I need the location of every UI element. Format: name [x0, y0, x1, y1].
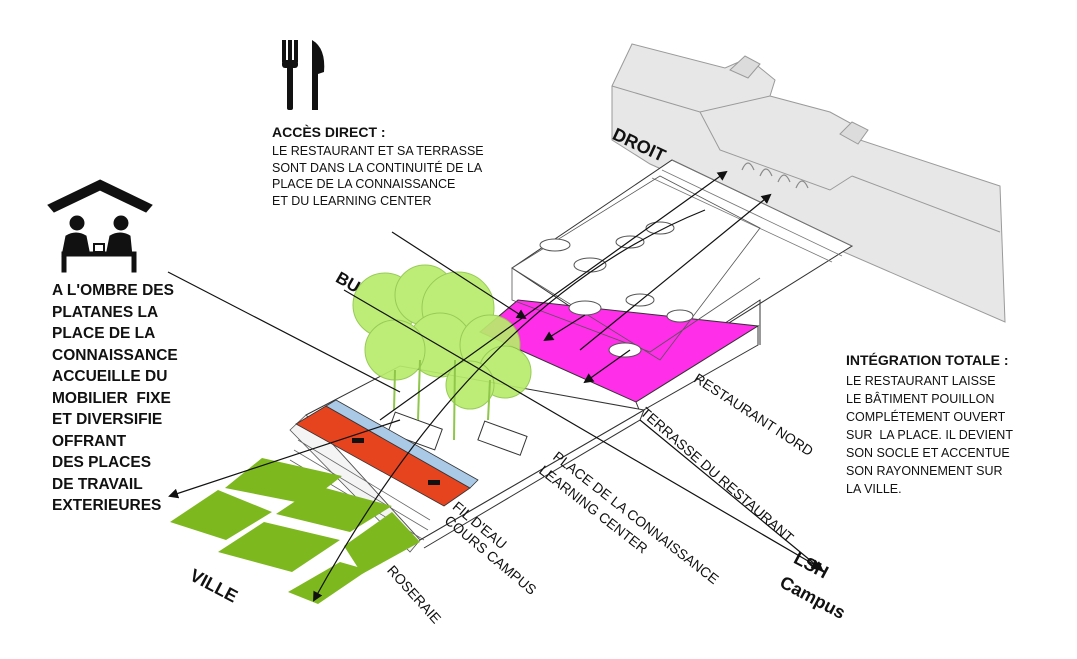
- left-description: A L'OMBRE DES PLATANES LA PLACE DE LA CO…: [52, 282, 178, 514]
- arrows: [167, 170, 824, 602]
- integration-title: INTÉGRATION TOTALE :: [846, 352, 1009, 368]
- people-working-icon: [47, 179, 153, 273]
- integration-body: LE RESTAURANT LAISSE LE BÂTIMENT POUILLO…: [846, 374, 1013, 496]
- building-pouillon: [611, 43, 1006, 323]
- red-band: [295, 399, 479, 507]
- acces-body: LE RESTAURANT ET SA TERRASSE SONT DANS L…: [272, 144, 484, 208]
- lawns: [170, 458, 420, 604]
- tree-trunks: [393, 359, 491, 441]
- fork-knife-icon: [282, 40, 325, 110]
- restaurant-volume: [511, 175, 761, 361]
- acces-title: ACCÈS DIRECT :: [272, 124, 386, 140]
